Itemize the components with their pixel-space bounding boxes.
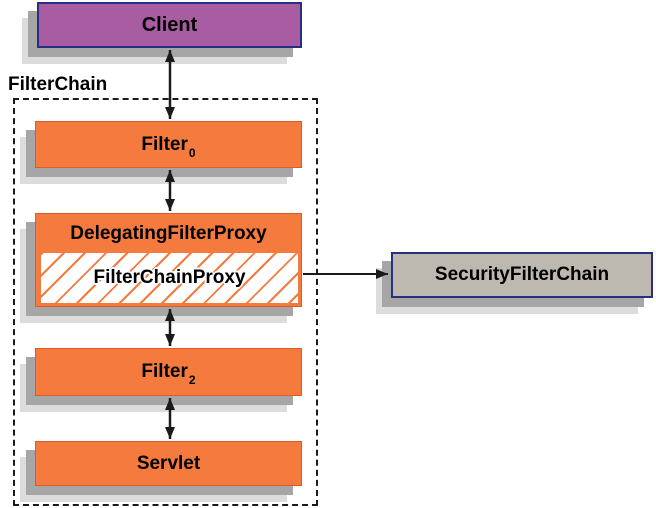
security-filter-chain-label: SecurityFilterChain [434, 264, 610, 285]
client-node: Client [37, 2, 302, 48]
client-label: Client [141, 13, 198, 36]
filter0-label: Filter0 [141, 133, 196, 160]
filterchain-group-label: FilterChain [8, 74, 108, 95]
filter2-label: Filter2 [141, 361, 196, 387]
servlet-node: Servlet [35, 441, 302, 486]
servlet-label: Servlet [136, 452, 201, 474]
filter0-subscript: 0 [188, 145, 196, 160]
filter2-subscript: 2 [188, 373, 196, 387]
security-filter-chain-node: SecurityFilterChain [391, 252, 653, 298]
filter-chain-proxy-label: FilterChainProxy [93, 267, 246, 288]
delegating-filter-proxy-label: DelegatingFilterProxy [70, 222, 267, 244]
filter0-node: Filter0 [35, 121, 302, 168]
delegating-filter-proxy-node: DelegatingFilterProxy FilterChainProxy [35, 213, 302, 307]
filter2-node: Filter2 [35, 348, 302, 396]
filter-chain-proxy-node: FilterChainProxy [41, 253, 298, 303]
